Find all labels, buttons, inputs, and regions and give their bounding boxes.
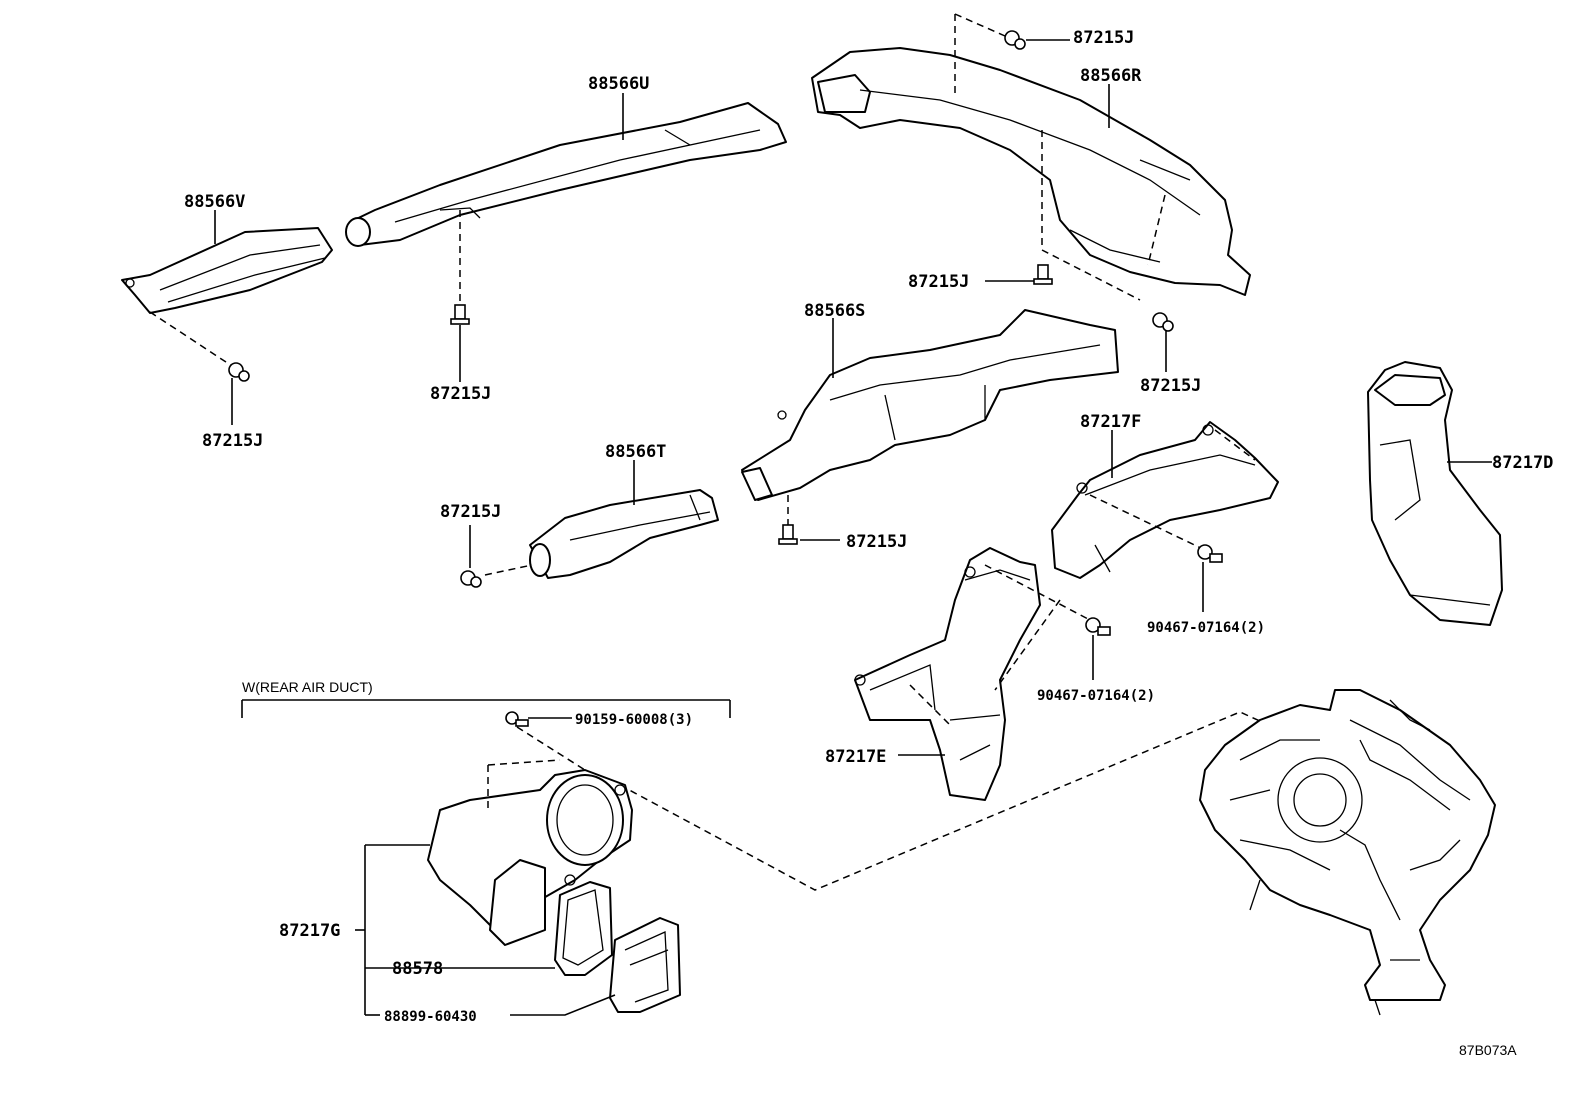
filter-88899-60430[interactable] — [609, 917, 681, 1013]
duct-88566U[interactable] — [345, 102, 787, 247]
label-88899: 88899-60430 — [384, 1009, 477, 1025]
label-88566R: 88566R — [1080, 66, 1142, 86]
label-87215J-mid: 87215J — [908, 272, 969, 292]
label-87217G: 87217G — [279, 921, 340, 941]
duct-87217F[interactable] — [1051, 421, 1279, 579]
bracket-rear-air-duct — [241, 699, 731, 718]
rear-air-duct-note: W(REAR AIR DUCT) — [242, 679, 373, 695]
label-88566T: 88566T — [605, 442, 666, 462]
label-90467-upper: 90467-07164(2) — [1147, 620, 1265, 636]
clip-icon-4[interactable] — [1033, 264, 1053, 285]
duct-88566S[interactable] — [741, 309, 1119, 501]
label-87215J-upper-left: 87215J — [430, 384, 491, 404]
duct-88566T[interactable] — [529, 489, 719, 579]
bolt-icon-1[interactable] — [1197, 544, 1223, 563]
label-88566U: 88566U — [588, 74, 649, 94]
label-87215J-center: 87215J — [846, 532, 907, 552]
label-87215J-top: 87215J — [1073, 28, 1134, 48]
clip-icon-3[interactable] — [450, 304, 470, 325]
duct-88566R[interactable] — [811, 47, 1251, 296]
heater-unit[interactable] — [1199, 689, 1496, 1016]
label-87217D: 87217D — [1492, 453, 1553, 473]
label-87215J-lower-left: 87215J — [440, 502, 501, 522]
label-87215J-left: 87215J — [202, 431, 263, 451]
bolt-icon-2[interactable] — [1085, 617, 1111, 636]
duct-88566V[interactable] — [121, 227, 333, 314]
clip-icon-1[interactable] — [1004, 30, 1026, 50]
label-90467-lower: 90467-07164(2) — [1037, 688, 1155, 704]
clip-icon-2[interactable] — [228, 362, 250, 382]
duct-87217E[interactable] — [854, 547, 1041, 801]
screw-icon[interactable] — [505, 711, 529, 727]
diagram-code: 87B073A — [1459, 1042, 1517, 1058]
label-90159: 90159-60008(3) — [575, 712, 693, 728]
label-88566V: 88566V — [184, 192, 245, 212]
clip-icon-5[interactable] — [1152, 312, 1174, 332]
label-87217F: 87217F — [1080, 412, 1141, 432]
duct-87217D[interactable] — [1367, 361, 1503, 626]
label-87217E: 87217E — [825, 747, 886, 767]
label-88578: 88578 — [392, 959, 443, 979]
duct-87217G[interactable] — [427, 769, 633, 946]
clip-icon-6[interactable] — [460, 570, 482, 588]
label-87215J-right: 87215J — [1140, 376, 1201, 396]
label-88566S: 88566S — [804, 301, 865, 321]
bracket-rear-group — [355, 844, 616, 1016]
gasket-88578[interactable] — [554, 881, 613, 976]
clip-icon-7[interactable] — [778, 524, 798, 545]
